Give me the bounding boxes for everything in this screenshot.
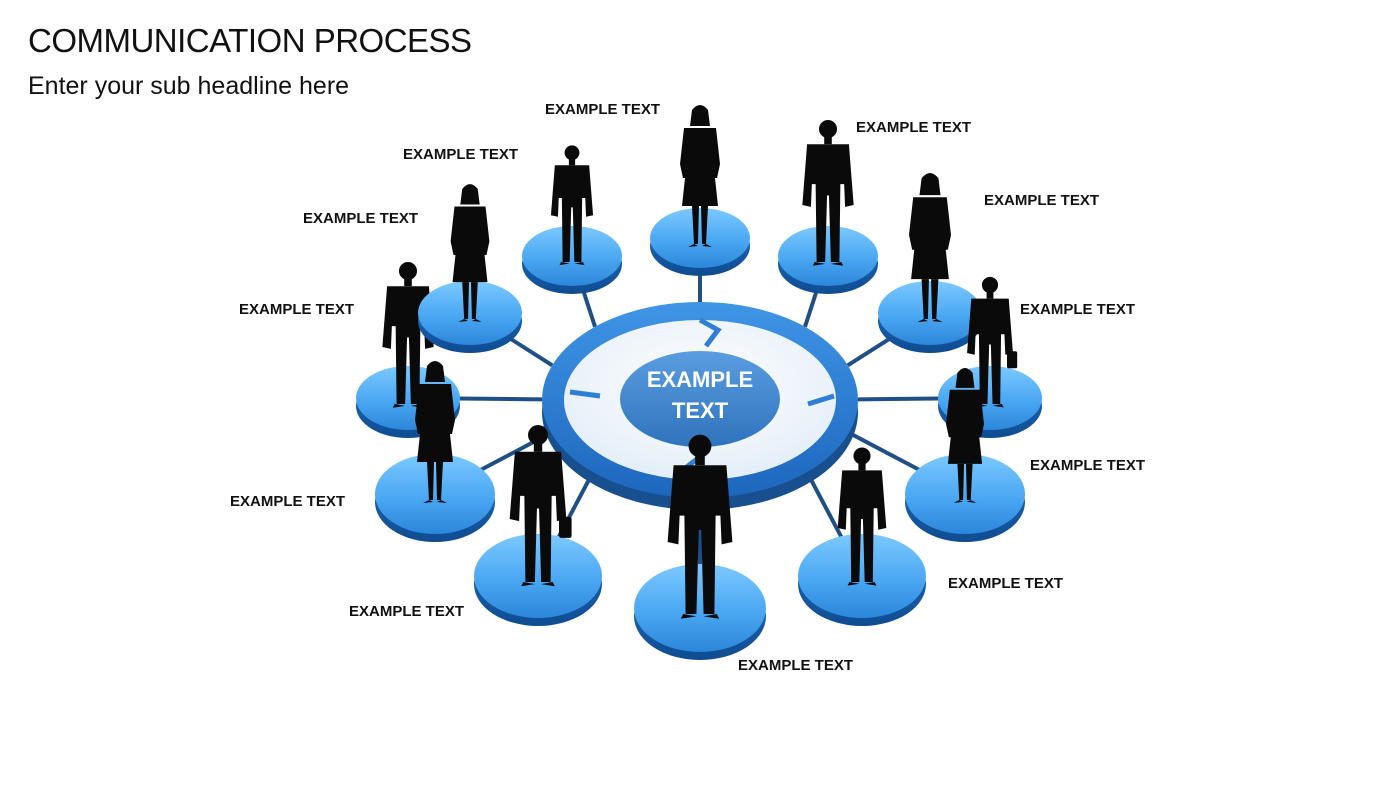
node-label-1: EXAMPLE TEXT xyxy=(545,101,660,118)
disc-top xyxy=(778,226,878,286)
center-label-line1: EXAMPLE xyxy=(647,367,753,392)
disc-top xyxy=(798,534,926,618)
participant-node-12 xyxy=(418,184,522,353)
node-label-7: EXAMPLE TEXT xyxy=(738,657,853,674)
participant-node-2 xyxy=(650,105,750,276)
front-participant-nodes xyxy=(375,361,1025,660)
participant-node-4 xyxy=(878,173,982,353)
node-label-8: EXAMPLE TEXT xyxy=(349,603,464,620)
disc-top xyxy=(650,208,750,268)
participant-node-3 xyxy=(778,119,878,294)
disc-top xyxy=(878,281,982,345)
slide-title: COMMUNICATION PROCESS xyxy=(28,22,472,59)
node-label-11: EXAMPLE TEXT xyxy=(303,210,418,227)
participant-node-6 xyxy=(905,367,1025,542)
participant-node-10 xyxy=(375,361,495,542)
participant-node-9 xyxy=(474,425,602,626)
disc-top xyxy=(375,454,495,534)
node-label-2: EXAMPLE TEXT xyxy=(856,119,971,136)
central-hub: EXAMPLE TEXT xyxy=(542,302,858,510)
node-label-6: EXAMPLE TEXT xyxy=(948,575,1063,592)
node-label-3: EXAMPLE TEXT xyxy=(984,192,1099,209)
participant-node-1 xyxy=(522,145,622,294)
node-label-12: EXAMPLE TEXT xyxy=(403,146,518,163)
slide-subtitle: Enter your sub headline here xyxy=(28,72,350,100)
center-label-line2: TEXT xyxy=(672,398,729,423)
disc-top xyxy=(418,281,522,345)
disc-top xyxy=(905,454,1025,534)
node-label-10: EXAMPLE TEXT xyxy=(239,301,354,318)
disc-top xyxy=(634,564,766,652)
node-label-4: EXAMPLE TEXT xyxy=(1020,301,1135,318)
participant-node-8 xyxy=(634,434,766,660)
disc-top xyxy=(474,534,602,618)
node-label-5: EXAMPLE TEXT xyxy=(1030,457,1145,474)
disc-top xyxy=(522,226,622,286)
node-label-9: EXAMPLE TEXT xyxy=(230,493,345,510)
participant-node-7 xyxy=(798,447,926,626)
